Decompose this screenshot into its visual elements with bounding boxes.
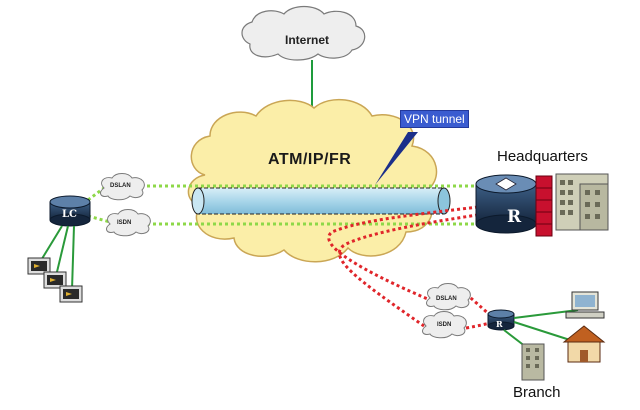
- branch-label: Branch: [513, 384, 561, 401]
- hq-router-icon: [475, 174, 537, 234]
- branch-router-icon: [487, 309, 515, 331]
- internet-label: Internet: [285, 33, 330, 47]
- left-dslan-label: DSLAN: [110, 183, 131, 189]
- branch-dslan-label: DSLAN: [436, 296, 457, 302]
- headquarters-label: Headquarters: [497, 148, 588, 165]
- headquarters-building-icon: [555, 173, 609, 231]
- branch-building-icon: [521, 343, 545, 381]
- branch-house-icon: [562, 325, 606, 363]
- vpn-tunnel: [191, 187, 451, 215]
- left-pc-links: [39, 225, 75, 291]
- core-network-label: ATM/IP/FR: [268, 151, 352, 168]
- internet-cloud: [241, 5, 366, 61]
- firewall-icon: [535, 175, 553, 237]
- hq-router-label: R: [507, 207, 522, 227]
- pc-icon: [59, 285, 83, 303]
- branch-isdn-label: ISDN: [437, 322, 452, 328]
- left-isdn-label: ISDN: [117, 220, 132, 226]
- pc-icon: [27, 257, 51, 275]
- left-router-isdn-link: [87, 214, 111, 224]
- left-dslan-cloud: [100, 173, 145, 201]
- left-router-label: LC: [62, 209, 77, 220]
- branch-pc-icon: [565, 291, 605, 319]
- branch-isdn-cloud: [422, 311, 467, 339]
- branch-router-label: R: [496, 319, 503, 329]
- pc-icon: [43, 271, 67, 289]
- left-router-icon: [49, 195, 91, 227]
- branch-dslan-cloud: [426, 283, 471, 311]
- vpn-callout-pointer: [375, 132, 418, 185]
- left-isdn-cloud: [106, 209, 151, 237]
- vpn-tunnel-label: VPN tunnel: [400, 110, 469, 128]
